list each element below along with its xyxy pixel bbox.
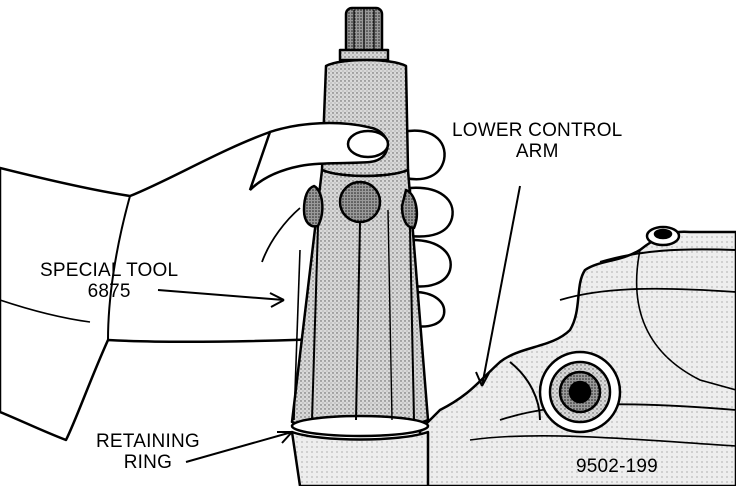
figure-number: 9502-199 bbox=[576, 456, 658, 477]
retaining-ring-label: RETAINING RING bbox=[96, 431, 200, 473]
thumb-drawing bbox=[248, 121, 390, 263]
special-tool-label-line-2: 6875 bbox=[87, 281, 131, 302]
special-tool-6875-drawing bbox=[290, 6, 430, 486]
special-tool-label-line-1: SPECIAL TOOL bbox=[40, 260, 179, 281]
lower-control-arm-drawing bbox=[418, 225, 736, 486]
retaining-ring-label-line-2: RING bbox=[123, 452, 173, 473]
special-tool-label: SPECIAL TOOL 6875 bbox=[40, 260, 178, 302]
retaining-ring-label-line-1: RETAINING bbox=[96, 431, 200, 452]
lower-control-arm-label-line-2: ARM bbox=[515, 141, 559, 162]
figure-number-text: 9502-199 bbox=[576, 456, 658, 477]
lower-control-arm-label: LOWER CONTROL ARM bbox=[452, 120, 622, 162]
leader-lines bbox=[157, 185, 521, 463]
lower-control-arm-label-line-1: LOWER CONTROL bbox=[452, 120, 623, 141]
fingers-drawing bbox=[400, 129, 454, 328]
